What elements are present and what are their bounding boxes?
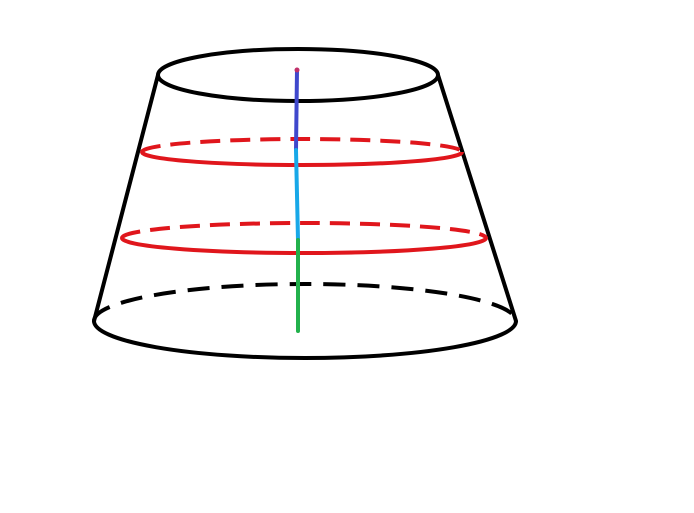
bottom-base-back-dashed xyxy=(92,282,518,322)
axis-top-segment xyxy=(294,68,299,152)
right-slant-edge xyxy=(436,73,518,323)
axis-middle-segment xyxy=(294,148,300,242)
axis-top-dot xyxy=(294,67,300,73)
lower-section-back-dashed xyxy=(120,221,488,239)
upper-section-back-dashed xyxy=(140,137,464,153)
bottom-base-front-solid xyxy=(92,320,518,360)
left-slant-edge xyxy=(92,73,160,323)
upper-section-front-solid xyxy=(140,151,464,167)
lower-section-front-solid xyxy=(120,237,488,255)
